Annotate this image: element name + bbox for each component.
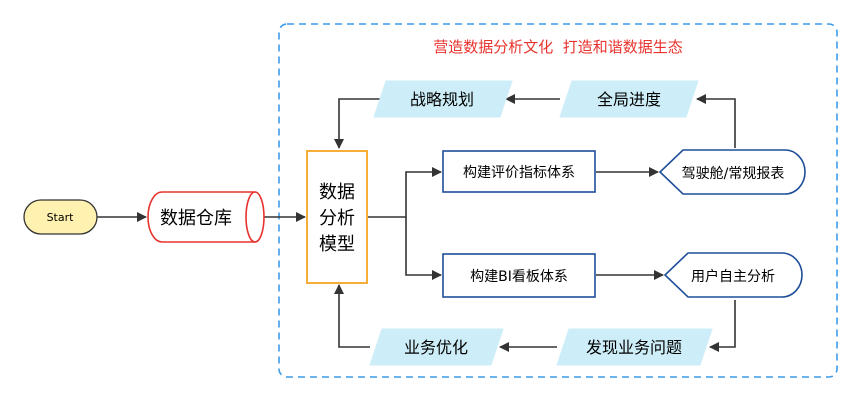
optimize-label: 业务优化 (404, 338, 468, 357)
eval-system-label: 构建评价指标体系 (463, 165, 575, 181)
bi-system-node: 构建BI看板体系 (442, 253, 596, 298)
optimize-node: 业务优化 (369, 328, 504, 366)
eval-system-node: 构建评价指标体系 (442, 150, 596, 193)
model-label-line-1: 数据 (319, 182, 355, 203)
start-node: Start (23, 199, 98, 235)
diagram-title: 营造数据分析文化 打造和谐数据生态 (433, 38, 683, 56)
cockpit-node: 驾驶舱/常规报表 (658, 149, 806, 195)
dashed-container (278, 23, 838, 378)
warehouse-node: 数据仓库 (147, 191, 265, 243)
edge-strategy-model (334, 98, 383, 149)
model-label-line-2: 分析 (319, 208, 355, 229)
connectors (97, 94, 736, 352)
progress-node: 全局进度 (559, 80, 699, 118)
self-analysis-label: 用户自主分析 (691, 268, 775, 285)
find-problem-label: 发现业务问题 (586, 338, 682, 357)
strategy-node: 战略规划 (373, 80, 513, 118)
edge-self-problem (709, 300, 736, 352)
cockpit-label: 驾驶舱/常规报表 (682, 166, 785, 182)
progress-label: 全局进度 (597, 90, 661, 109)
model-node: 数据 分析 模型 (306, 150, 368, 284)
model-label-line-3: 模型 (319, 234, 355, 255)
find-problem-node: 发现业务问题 (556, 328, 713, 366)
self-analysis-node: 用户自主分析 (663, 252, 803, 298)
strategy-label: 战略规划 (410, 90, 474, 109)
edge-cockpit-progress (696, 94, 736, 148)
bi-system-label: 构建BI看板体系 (470, 269, 568, 285)
edge-model-bi (405, 217, 442, 280)
edge-optimize-model (334, 284, 370, 348)
edge-model-eval (368, 167, 442, 218)
warehouse-label: 数据仓库 (160, 208, 232, 229)
start-label: Start (47, 211, 75, 224)
